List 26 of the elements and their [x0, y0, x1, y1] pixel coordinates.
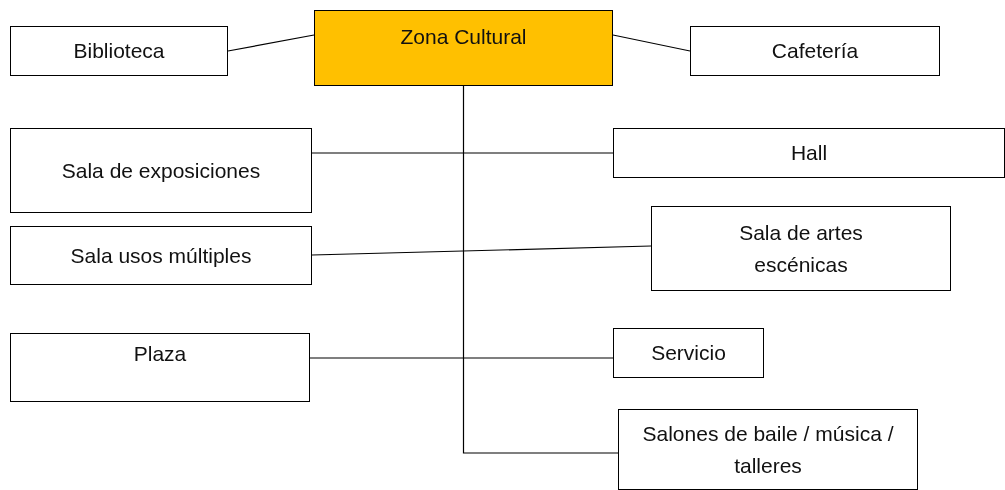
connector-line: [462, 85, 619, 454]
text-box: [10, 26, 228, 76]
text-box: [10, 333, 310, 402]
connector-line: [311, 245, 652, 256]
box-label: Sala de artes escénicas: [738, 220, 864, 278]
text-box: [651, 206, 951, 291]
text-box: [690, 26, 940, 76]
box-label: Servicio: [651, 340, 726, 367]
box-label: Biblioteca: [73, 38, 165, 65]
text-box: [10, 226, 312, 285]
connector-line: [227, 34, 315, 52]
box-label: Plaza: [133, 341, 187, 367]
box-label: Cafetería: [771, 38, 859, 65]
box-label: Salones de baile / música / talleres: [641, 421, 895, 479]
box-label: Sala usos múltiples: [70, 242, 252, 269]
box-label: Zona Cultural: [400, 24, 527, 50]
box-label: Hall: [790, 140, 828, 167]
connector-line: [309, 357, 614, 359]
highlighted-box: [314, 10, 613, 86]
connector-line: [612, 34, 691, 52]
text-box: [618, 409, 918, 490]
text-box: [613, 328, 764, 378]
text-box: [10, 128, 312, 213]
text-box: [613, 128, 1005, 178]
box-label: Sala de exposiciones: [61, 157, 261, 184]
connector-line: [311, 152, 614, 154]
